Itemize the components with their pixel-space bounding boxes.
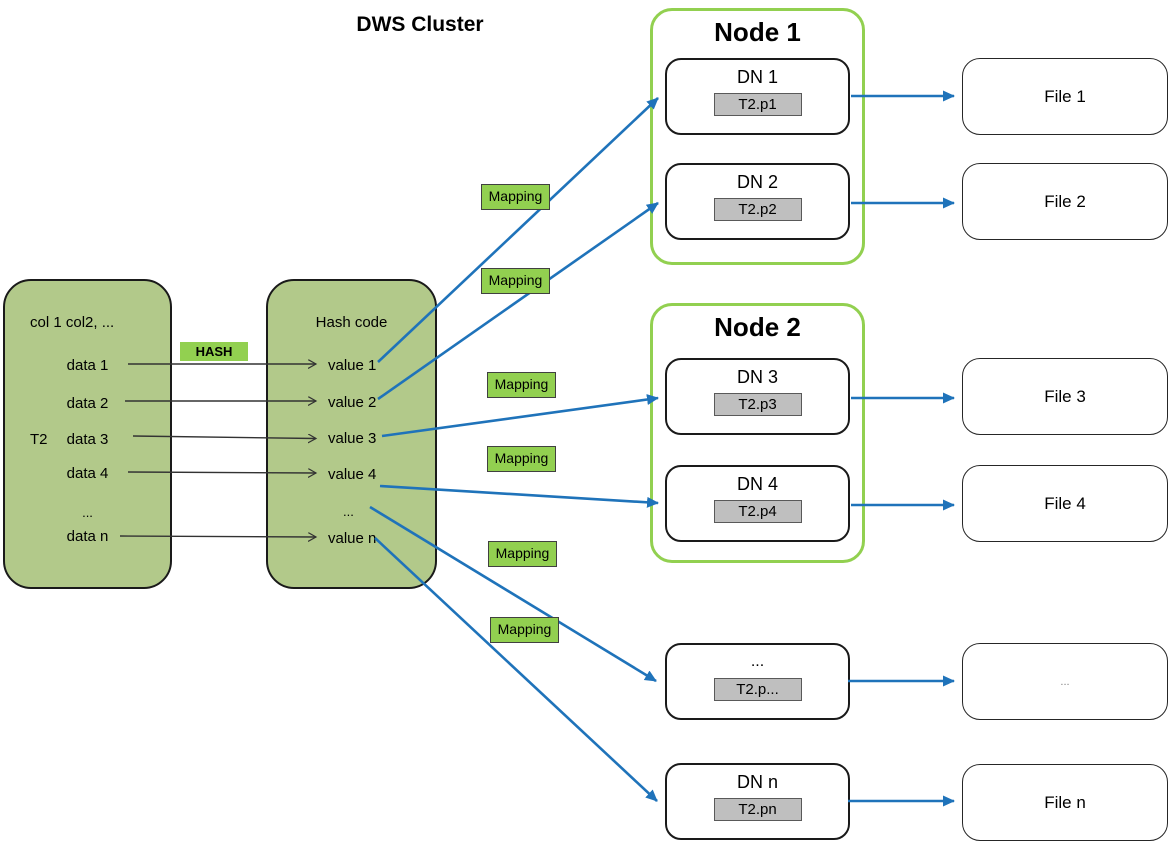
dn-3-partition: T2.p3 bbox=[713, 393, 802, 416]
file-4-box: File 4 bbox=[962, 465, 1168, 542]
mapping-chip-6: Mapping bbox=[490, 617, 559, 643]
hash-value-ellipsis: ... bbox=[343, 504, 354, 519]
dn-ellipsis-box: ... T2.p... bbox=[665, 643, 850, 720]
file-1-box: File 1 bbox=[962, 58, 1168, 135]
dn-ellipsis-partition: T2.p... bbox=[713, 678, 802, 701]
source-row-3: data 3 bbox=[66, 431, 109, 448]
file-3-box: File 3 bbox=[962, 358, 1168, 435]
dn-2-title: DN 2 bbox=[736, 172, 778, 192]
hash-code-box: Hash code value 1 value 2 value 3 value … bbox=[266, 279, 437, 589]
file-n-label: File n bbox=[1044, 792, 1086, 812]
file-2-box: File 2 bbox=[962, 163, 1168, 240]
file-4-label: File 4 bbox=[1044, 493, 1086, 513]
hash-operation-chip: HASH bbox=[180, 342, 248, 361]
page-title: DWS Cluster bbox=[356, 13, 484, 36]
hash-value-1: value 1 bbox=[328, 357, 377, 374]
dn-1-partition: T2.p1 bbox=[713, 93, 802, 116]
dn-n-title: DN n bbox=[736, 772, 778, 792]
hash-box-title: Hash code bbox=[315, 314, 388, 331]
file-ellipsis-label: ... bbox=[1060, 675, 1070, 688]
mapping-chip-2: Mapping bbox=[481, 268, 550, 294]
dn-4-box: DN 4 T2.p4 bbox=[665, 465, 850, 542]
mapping-chip-4: Mapping bbox=[487, 446, 556, 472]
mapping-chip-3: Mapping bbox=[487, 372, 556, 398]
dn-n-box: DN n T2.pn bbox=[665, 763, 850, 840]
source-row-ellipsis: ... bbox=[82, 505, 93, 520]
mapping-chip-1: Mapping bbox=[481, 184, 550, 210]
dn-4-partition: T2.p4 bbox=[713, 500, 802, 523]
dn-2-box: DN 2 T2.p2 bbox=[665, 163, 850, 240]
hash-value-4: value 4 bbox=[328, 466, 377, 483]
hash-value-3: value 3 bbox=[328, 430, 377, 447]
dn-ellipsis-title: ... bbox=[750, 653, 765, 670]
hash-value-n: value n bbox=[328, 530, 377, 547]
source-table-box: col 1 col2, ... T2 data 1 data 2 data 3 … bbox=[3, 279, 172, 589]
file-n-box: File n bbox=[962, 764, 1168, 841]
dn-1-title: DN 1 bbox=[736, 67, 778, 87]
dn-3-title: DN 3 bbox=[736, 367, 778, 387]
hash-value-2: value 2 bbox=[328, 394, 377, 411]
dn-1-box: DN 1 T2.p1 bbox=[665, 58, 850, 135]
node-1-title: Node 1 bbox=[714, 17, 801, 47]
file-2-label: File 2 bbox=[1044, 191, 1086, 211]
source-table-header: col 1 col2, ... bbox=[30, 314, 115, 331]
file-ellipsis-box: ... bbox=[962, 643, 1168, 720]
dn-n-partition: T2.pn bbox=[713, 798, 802, 821]
dn-2-partition: T2.p2 bbox=[713, 198, 802, 221]
file-3-label: File 3 bbox=[1044, 386, 1086, 406]
source-row-1: data 1 bbox=[66, 357, 109, 374]
mapping-chip-5: Mapping bbox=[488, 541, 557, 567]
node-2-title: Node 2 bbox=[714, 312, 801, 342]
source-row-n: data n bbox=[66, 528, 109, 545]
source-row-2: data 2 bbox=[66, 395, 109, 412]
source-row-4: data 4 bbox=[66, 465, 109, 482]
file-1-label: File 1 bbox=[1044, 86, 1086, 106]
dn-4-title: DN 4 bbox=[736, 474, 778, 494]
source-table-label: T2 bbox=[30, 431, 48, 448]
dn-3-box: DN 3 T2.p3 bbox=[665, 358, 850, 435]
